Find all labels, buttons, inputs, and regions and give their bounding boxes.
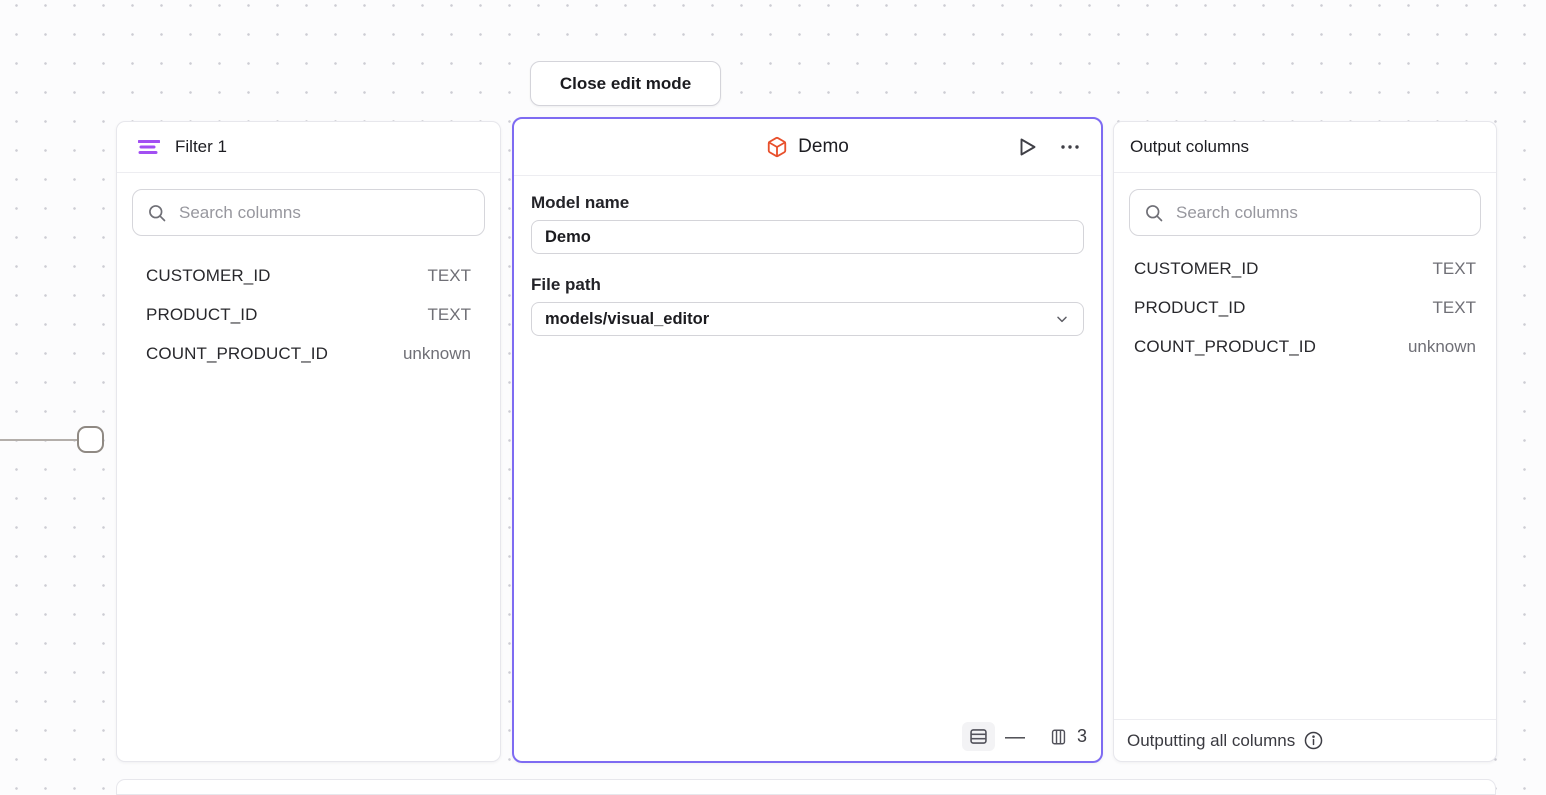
column-row[interactable]: CUSTOMER_ID TEXT <box>1114 249 1496 288</box>
bottom-partial-panel[interactable] <box>116 779 1496 795</box>
column-row[interactable]: CUSTOMER_ID TEXT <box>117 256 500 295</box>
column-row[interactable]: COUNT_PRODUCT_ID unknown <box>1114 327 1496 366</box>
column-type: TEXT <box>427 304 471 324</box>
column-row[interactable]: PRODUCT_ID TEXT <box>1114 288 1496 327</box>
column-count-indicator[interactable]: 3 <box>1049 726 1087 747</box>
column-name: CUSTOMER_ID <box>146 265 271 285</box>
column-row[interactable]: PRODUCT_ID TEXT <box>117 295 500 334</box>
search-icon <box>147 203 167 223</box>
output-panel-title: Output columns <box>1130 137 1250 156</box>
output-panel-header: Output columns <box>1114 122 1496 173</box>
output-column-list: CUSTOMER_ID TEXT PRODUCT_ID TEXT COUNT_P… <box>1114 249 1496 366</box>
filter-node-panel[interactable]: Filter 1 CUSTOMER_ID TEXT PRODUCT_ID TEX… <box>116 121 501 762</box>
column-row[interactable]: COUNT_PRODUCT_ID unknown <box>117 334 500 373</box>
model-node-header: Demo <box>514 119 1101 176</box>
close-edit-mode-button[interactable]: Close edit mode <box>530 61 721 106</box>
column-type: unknown <box>402 343 471 363</box>
file-path-label: File path <box>531 275 601 294</box>
column-name: PRODUCT_ID <box>1134 297 1246 317</box>
output-columns-panel[interactable]: Output columns CUSTOMER_ID TEXT PRODUCT_… <box>1113 121 1497 762</box>
row-count-toggle[interactable] <box>961 722 995 751</box>
column-type: TEXT <box>1432 297 1476 317</box>
column-name: COUNT_PRODUCT_ID <box>1134 336 1317 356</box>
model-node-footer: — 3 <box>961 722 1087 751</box>
chevron-down-icon <box>1054 311 1070 327</box>
column-name: COUNT_PRODUCT_ID <box>146 343 329 363</box>
file-path-select[interactable]: models/visual_editor <box>531 302 1084 336</box>
row-count-value: — <box>1004 725 1025 748</box>
output-search-input[interactable] <box>1176 202 1466 223</box>
info-icon[interactable] <box>1303 730 1324 751</box>
filter-icon <box>138 136 160 158</box>
run-model-button[interactable] <box>1014 134 1040 160</box>
filter-column-list: CUSTOMER_ID TEXT PRODUCT_ID TEXT COUNT_P… <box>117 256 500 373</box>
column-type: TEXT <box>427 265 471 285</box>
output-search-box[interactable] <box>1129 189 1481 236</box>
column-type: unknown <box>1407 336 1476 356</box>
column-name: CUSTOMER_ID <box>1134 258 1259 278</box>
filter-search-input[interactable] <box>179 202 470 223</box>
more-options-button[interactable] <box>1057 134 1083 160</box>
edge-connector-line <box>0 439 78 441</box>
file-path-value: models/visual_editor <box>545 309 710 328</box>
model-node-body: Model name File path models/visual_edito… <box>514 176 1101 353</box>
filter-search-box[interactable] <box>132 189 485 236</box>
model-node-title: Demo <box>798 136 849 157</box>
column-type: TEXT <box>1432 258 1476 278</box>
edge-connection-handle[interactable] <box>77 426 104 453</box>
model-node-panel[interactable]: Demo Model name File path models/visual_… <box>512 117 1103 763</box>
model-cube-icon <box>766 136 788 158</box>
model-name-input[interactable] <box>531 220 1084 254</box>
filter-node-title: Filter 1 <box>175 137 227 156</box>
output-panel-footer: Outputting all columns <box>1114 719 1496 761</box>
filter-node-header: Filter 1 <box>117 122 500 173</box>
search-icon <box>1144 203 1164 223</box>
output-footer-text: Outputting all columns <box>1127 730 1296 750</box>
column-count-value: 3 <box>1076 726 1087 746</box>
model-name-label: Model name <box>531 193 630 212</box>
column-name: PRODUCT_ID <box>146 304 258 324</box>
